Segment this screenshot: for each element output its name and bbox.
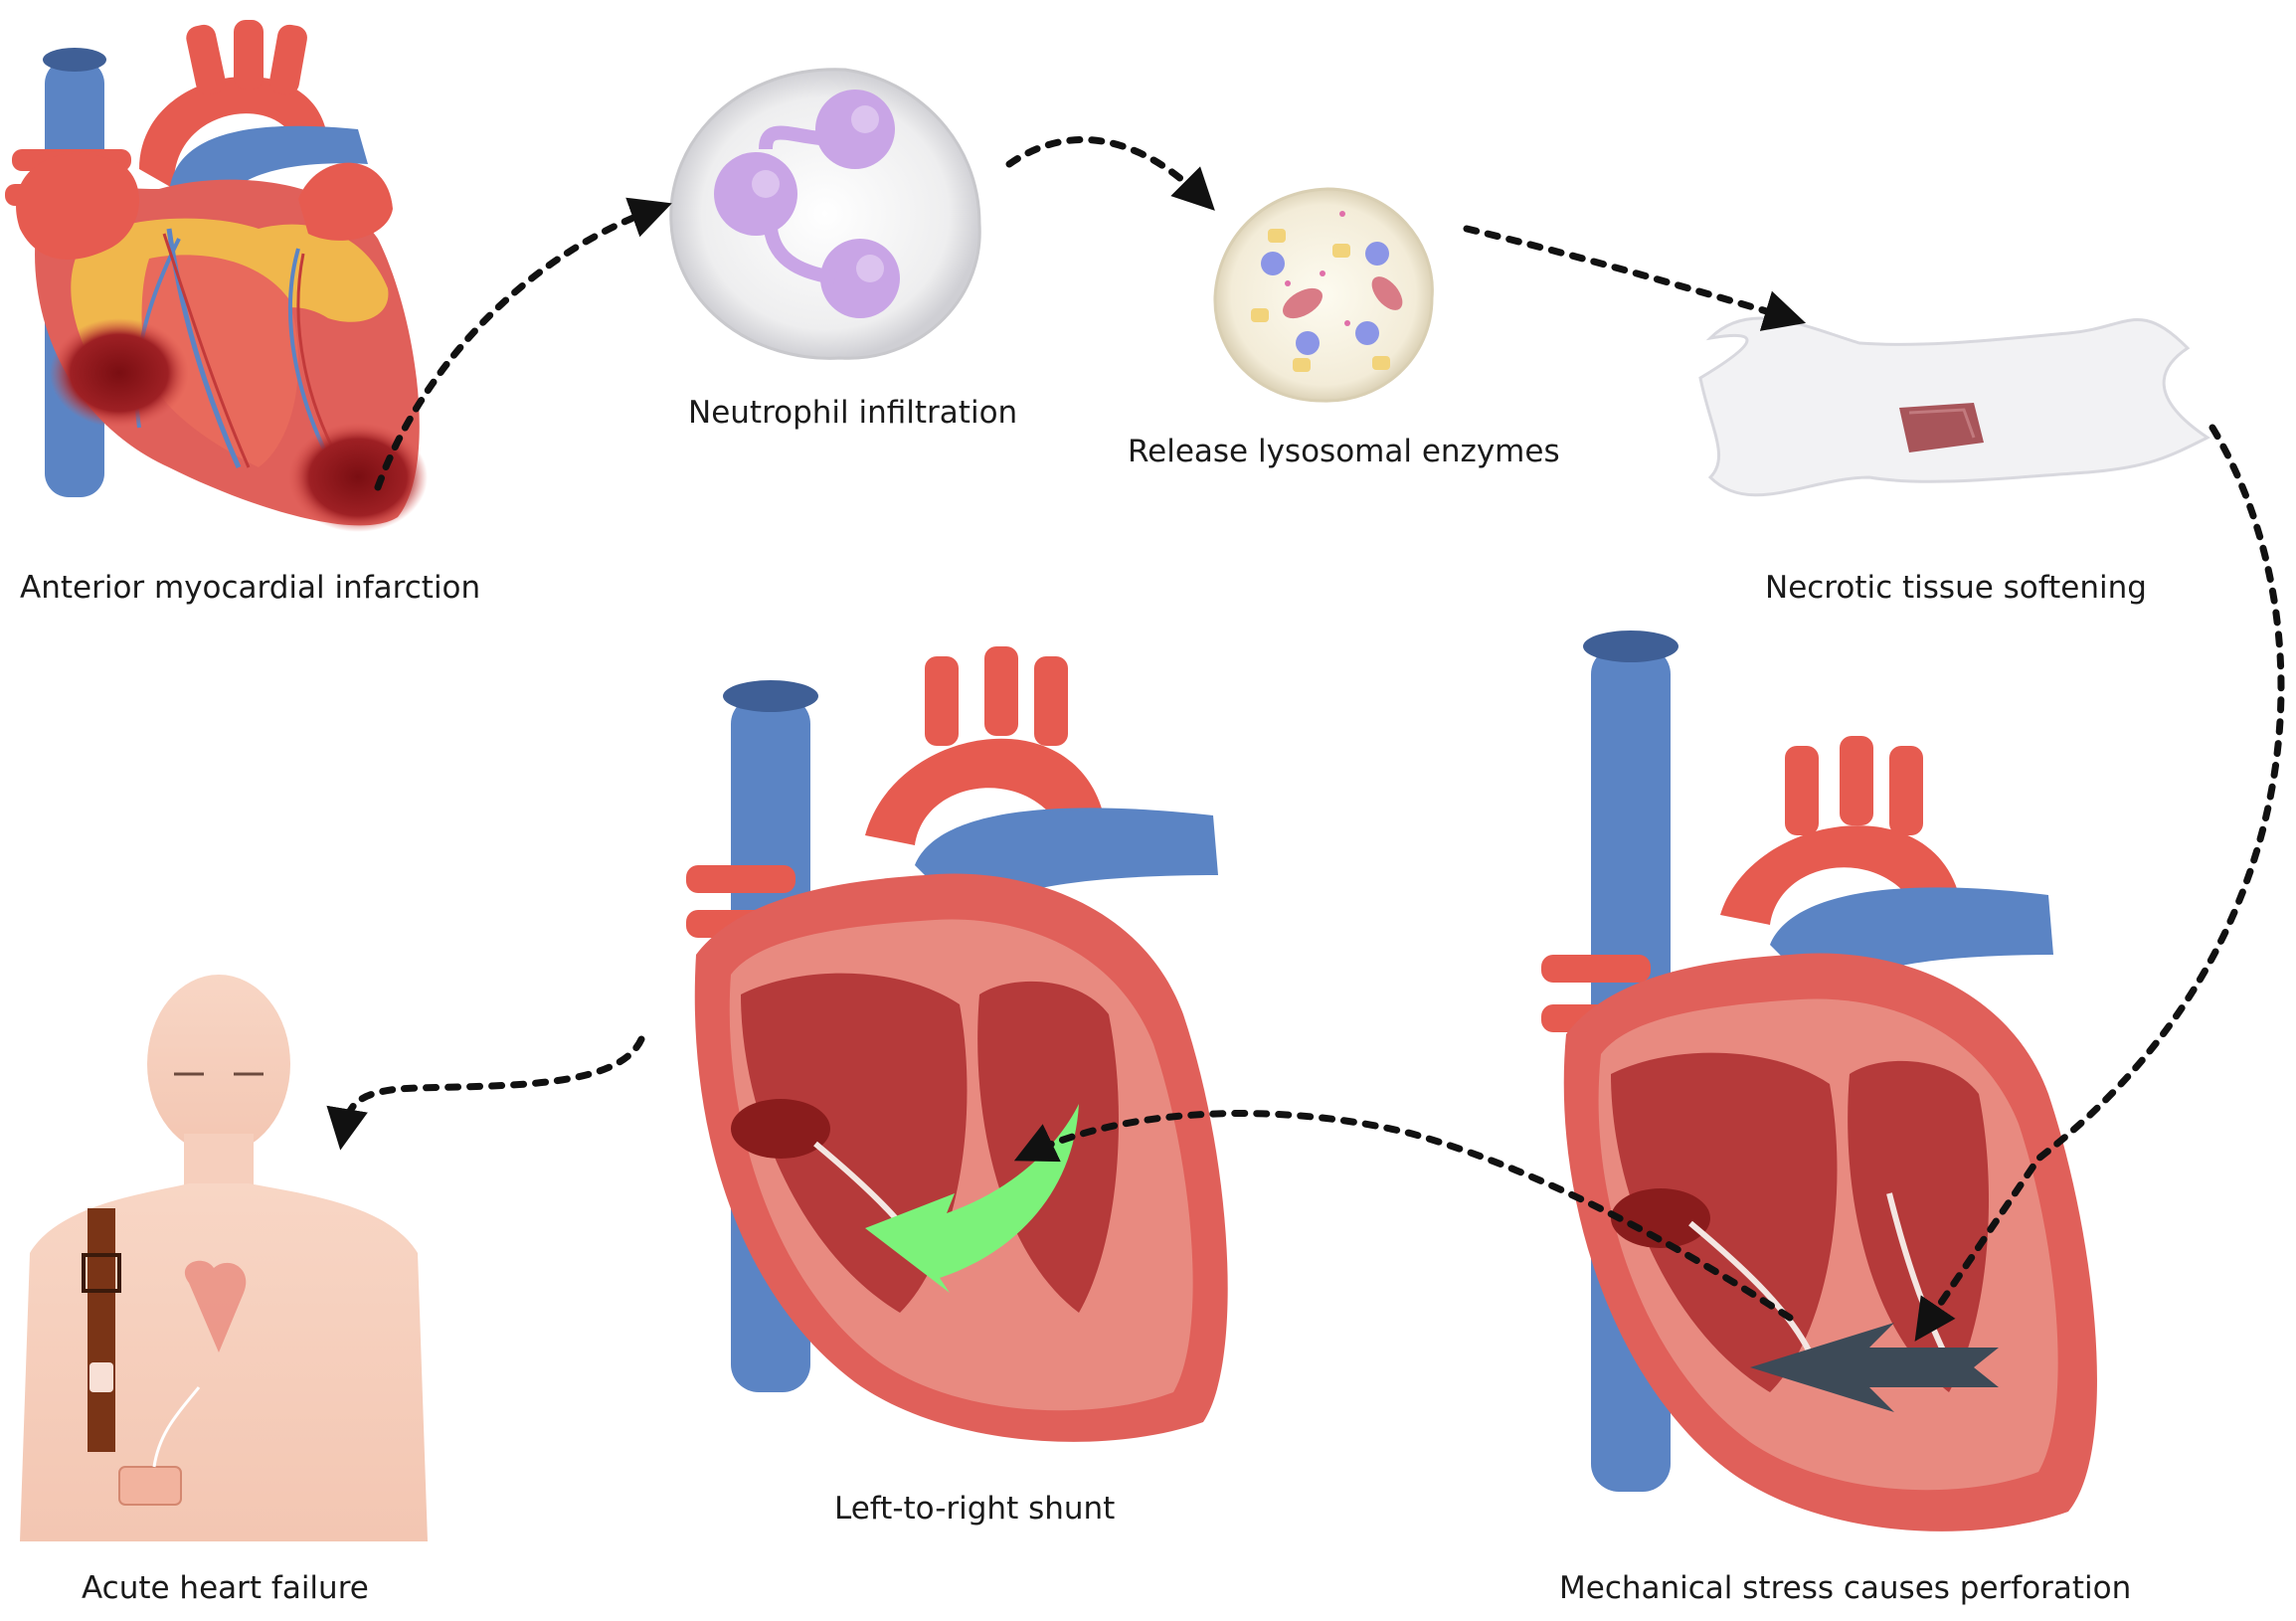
connector-arrows (326, 135, 2285, 1342)
arrow-mi-to-neutrophil (374, 197, 672, 491)
lysosome-cell-icon (1213, 187, 1434, 403)
label-heart-failure: Acute heart failure (82, 1570, 369, 1606)
arrow-shunt-to-failure (326, 1035, 645, 1151)
label-shunt: Left-to-right shunt (834, 1491, 1116, 1527)
person-icon (20, 975, 428, 1541)
neutrophil-icon (669, 68, 981, 360)
label-lysosomal: Release lysosomal enzymes (1128, 434, 1560, 469)
heart-icon (5, 20, 428, 532)
arrow-neutrophil-to-lysosomal (1005, 135, 1215, 211)
label-perforation: Mechanical stress causes perforation (1559, 1570, 2132, 1606)
label-necrotic: Necrotic tissue softening (1765, 570, 2147, 606)
arrow-necrotic-to-perforation (1914, 424, 2285, 1342)
heart-section-icon (686, 646, 1228, 1442)
arrow-lysosomal-to-necrotic (1463, 225, 1807, 331)
arrow-perforation-to-shunt (1013, 1110, 1794, 1322)
heart-section-icon (1541, 630, 2097, 1531)
label-neutrophil: Neutrophil infiltration (688, 395, 1018, 431)
label-anterior-mi: Anterior myocardial infarction (20, 570, 481, 606)
necrotic-tissue-icon (1698, 316, 2210, 497)
